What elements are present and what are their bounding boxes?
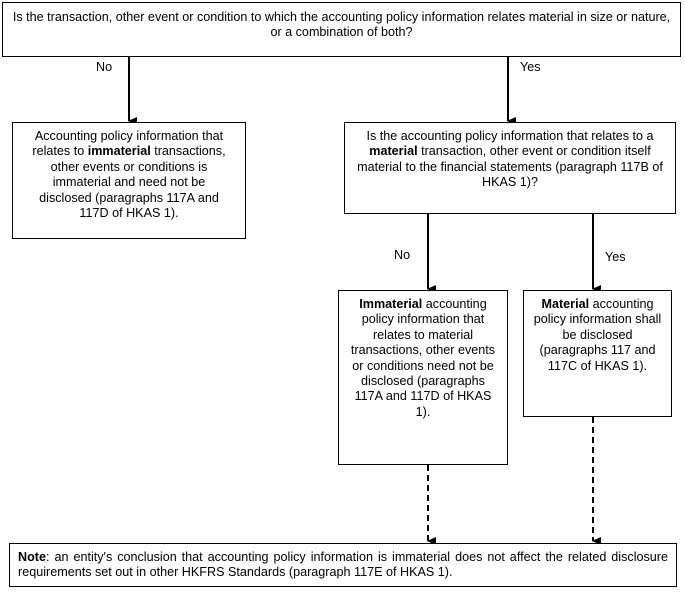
immaterial-policy-box: Immaterial accounting policy information…	[338, 290, 508, 465]
branch2-yes-label: Yes	[605, 250, 626, 264]
immaterial-transactions-text-after: transactions, other events or conditions…	[39, 144, 226, 221]
question1-text: Is the transaction, other event or condi…	[12, 10, 671, 40]
note-label: Note	[18, 550, 46, 564]
material-policy-text-after: accounting policy information shall be d…	[533, 297, 662, 373]
immaterial-transactions-box: Accounting policy information that relat…	[12, 122, 246, 239]
immaterial-transactions-bold: immaterial	[87, 144, 151, 159]
branch1-yes-label: Yes	[520, 60, 541, 74]
question2-box: Is the accounting policy information tha…	[344, 122, 676, 214]
branch1-no-label: No	[96, 60, 113, 74]
branch2-no-label: No	[394, 248, 411, 262]
material-policy-box: Material accounting policy information s…	[523, 290, 672, 417]
immaterial-policy-text-after: accounting policy information that relat…	[350, 297, 496, 419]
question2-text-before: Is the accounting policy information tha…	[366, 129, 654, 143]
material-policy-bold: Material	[541, 297, 590, 311]
question2-bold: material	[369, 144, 418, 159]
question1-box: Is the transaction, other event or condi…	[2, 2, 681, 57]
note-box: Note: an entity's conclusion that accoun…	[9, 543, 677, 587]
immaterial-transactions-text-before: Accounting policy information that relat…	[32, 129, 224, 159]
note-text: : an entity's conclusion that accounting…	[18, 550, 668, 580]
immaterial-policy-bold: Immaterial	[359, 297, 423, 311]
question2-text-after: transaction, other event or condition it…	[357, 144, 663, 190]
